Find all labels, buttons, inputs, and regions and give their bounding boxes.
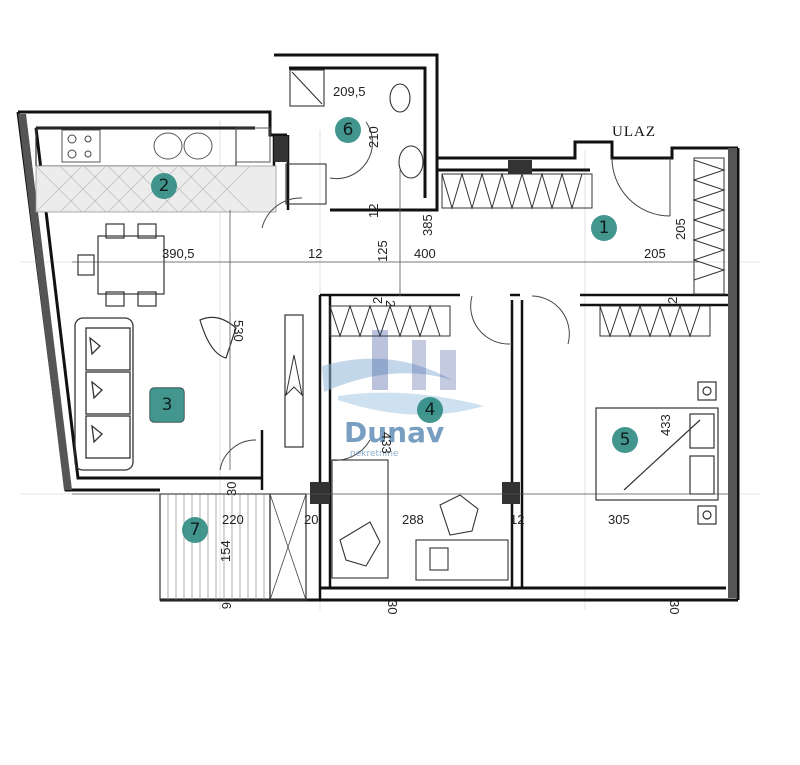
dim-living-wall: 12	[308, 246, 322, 261]
tv-stand	[284, 314, 304, 448]
room-dot	[591, 215, 617, 241]
dim-bottom-30b: 30	[667, 600, 682, 614]
dim-wall-30: 30	[224, 482, 239, 496]
room-dot	[417, 397, 443, 423]
watermark-sub: nekretnine	[350, 449, 399, 459]
watermark: Dunav nekretnine	[322, 330, 484, 459]
dim-living-width: 390,5	[162, 246, 195, 261]
dim-wall-20: 20	[304, 512, 318, 527]
room-marker-1: 1	[591, 215, 617, 241]
dim-hall-length: 400	[414, 246, 436, 261]
dim-hall-side: 205	[673, 218, 688, 240]
room-dot	[151, 173, 177, 199]
dim-room4-w: 288	[402, 512, 424, 527]
tv-icon	[285, 354, 303, 397]
dim-hall-end: 205	[644, 246, 666, 261]
dim-bath-width: 209,5	[333, 84, 366, 99]
svg-text:2: 2	[159, 176, 170, 196]
dim-balcony-w: 220	[222, 512, 244, 527]
bathroom-fixtures	[285, 69, 424, 205]
svg-text:3: 3	[162, 395, 173, 415]
room-marker-3: 3	[150, 388, 184, 422]
dim-bottom-30a: 30	[385, 600, 400, 614]
dim-room4-h: 433	[379, 432, 394, 454]
dimension-texts: 209,5 210 12 385 400 205 205 390,5 12 12…	[162, 84, 688, 614]
room-marker-2: 2	[151, 173, 177, 199]
columns	[274, 136, 532, 504]
left-facade	[18, 114, 72, 490]
svg-text:6: 6	[343, 120, 354, 140]
dim-bath-wall: 12	[366, 204, 381, 218]
room-dot	[182, 517, 208, 543]
dim-wall-2c: 2	[383, 300, 398, 307]
svg-text:7: 7	[190, 520, 201, 540]
balcony	[159, 493, 307, 601]
dim-living-depth: 530	[231, 320, 246, 342]
dining-table	[77, 223, 165, 307]
dim-wall-12b: 12	[510, 512, 524, 527]
right-facade	[728, 148, 737, 598]
dim-corridor: 125	[375, 240, 390, 262]
svg-text:1: 1	[599, 218, 610, 238]
room-marker-6: 6	[335, 117, 361, 143]
svg-text:4: 4	[425, 400, 436, 420]
dimension-lines	[72, 170, 728, 495]
wardrobes	[329, 157, 726, 338]
room-dot	[335, 117, 361, 143]
dim-bath-height: 210	[366, 126, 381, 148]
room4-furniture	[331, 459, 509, 581]
room-marker-5: 5	[612, 427, 638, 453]
sofa	[74, 317, 134, 471]
dim-hall-depth: 385	[420, 214, 435, 236]
room-markers: 1 2 3 4 5 6 7	[150, 117, 638, 543]
kitchen	[35, 127, 277, 213]
doors	[219, 121, 671, 471]
room-marker-4: 4	[417, 397, 443, 423]
dim-wall-2a: 2	[370, 297, 385, 304]
bed	[595, 381, 719, 525]
entrance-label: ULAZ	[612, 124, 656, 140]
dim-room5-w: 305	[608, 512, 630, 527]
room-dot	[150, 388, 184, 422]
room-marker-7: 7	[182, 517, 208, 543]
dim-bottom-6: 6	[219, 602, 234, 609]
room-dot	[612, 427, 638, 453]
dim-wall-2b: 2	[665, 297, 680, 304]
svg-text:5: 5	[620, 430, 631, 450]
armchair	[199, 316, 237, 359]
dim-room5-h: 433	[658, 414, 673, 436]
dim-balcony-h: 154	[218, 540, 233, 562]
